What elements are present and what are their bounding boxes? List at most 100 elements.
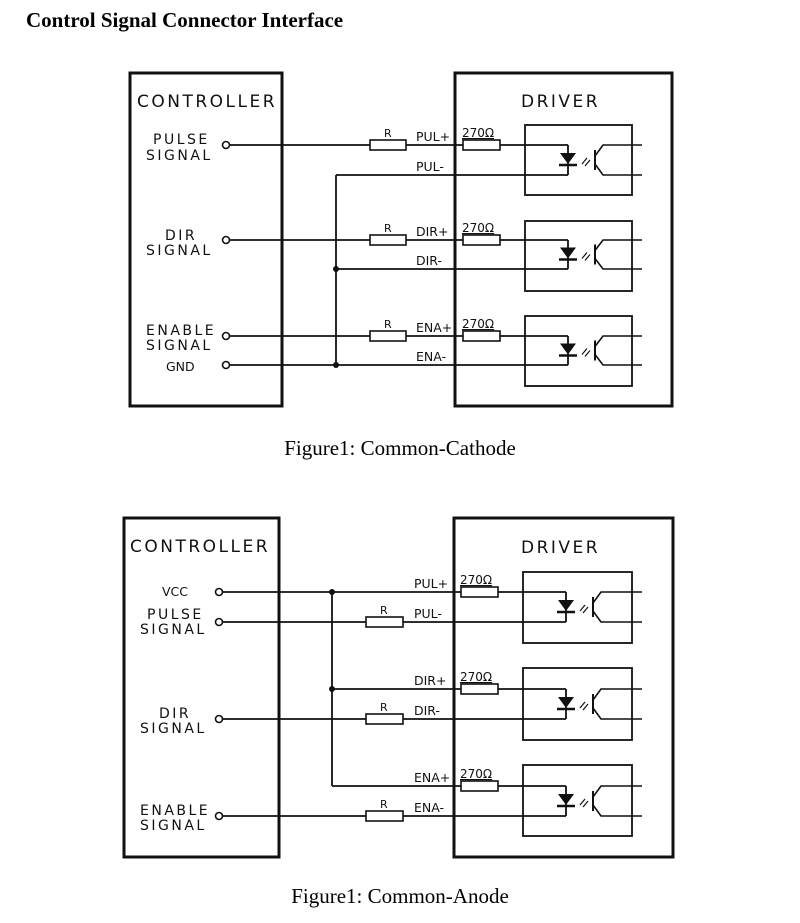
pin-label-dir-plus: DIR+ (414, 673, 446, 688)
resistor-270-pul (462, 139, 501, 151)
optocoupler-group (524, 124, 642, 387)
optocoupler (522, 571, 642, 644)
terminal-label-pulse-signal: SIGNAL (146, 148, 213, 164)
light-arrow (579, 798, 586, 806)
terminal-dir (214, 714, 224, 724)
led-icon (560, 247, 576, 259)
light-arrow (579, 701, 586, 709)
optocoupler (524, 315, 642, 387)
light-arrow (582, 606, 589, 614)
transistor-emitter (594, 354, 642, 366)
optocoupler (522, 667, 642, 741)
terminal-pulse (221, 140, 231, 150)
resistor-270-pul-label: 270Ω (462, 126, 494, 140)
led-icon (560, 153, 576, 164)
terminal-label-enable: ENABLE (140, 803, 210, 819)
resistor-r-ena-label: R (384, 318, 392, 331)
resistor-270-dir-label: 270Ω (462, 221, 494, 235)
terminal-label-enable-signal: SIGNAL (140, 818, 207, 834)
terminal-label-dir: DIR (165, 228, 197, 244)
light-arrow (582, 800, 589, 808)
page-title: Control Signal Connector Interface (26, 8, 344, 32)
pin-label-ena-minus: ENA- (414, 800, 444, 815)
terminal-label-pulse: PULSE (153, 132, 210, 148)
light-arrow (579, 604, 586, 612)
pin-label-dir-minus: DIR- (416, 253, 442, 268)
resistor-270-ena-label: 270Ω (462, 317, 494, 331)
terminal-label-dir-signal: SIGNAL (140, 721, 207, 737)
light-arrow (581, 157, 588, 165)
transistor-emitter (592, 610, 642, 623)
resistor-270-ena (462, 330, 501, 342)
pin-label-pul-plus: PUL+ (414, 576, 448, 591)
resistor-270-pul-label: 270Ω (460, 573, 492, 587)
pin-label-ena-plus: ENA+ (414, 770, 450, 785)
light-arrow (584, 350, 591, 357)
terminal-label-pulse: PULSE (147, 607, 204, 623)
terminal-label-gnd: GND (166, 359, 195, 374)
terminal-dir (221, 235, 231, 245)
terminal-pulse (214, 617, 224, 627)
transistor-collector (592, 591, 642, 604)
optocoupler-box (522, 571, 633, 644)
transistor-collector (592, 785, 642, 798)
optocoupler-group (522, 571, 642, 837)
driver-label: DRIVER (521, 92, 600, 112)
led-icon (558, 697, 574, 708)
resistor-270-ena (460, 780, 499, 792)
pin-label-dir-minus: DIR- (414, 703, 440, 718)
pin-label-pul-minus: PUL- (416, 159, 444, 174)
terminal-label-vcc: VCC (162, 584, 188, 599)
controller-label: CONTROLLER (137, 92, 277, 112)
pin-label-ena-minus: ENA- (416, 349, 446, 364)
transistor-collector (592, 688, 642, 701)
resistor-270-pul (460, 586, 499, 598)
pin-label-pul-plus: PUL+ (416, 129, 450, 144)
pin-label-ena-plus: ENA+ (416, 320, 452, 335)
driver-box (452, 516, 675, 859)
terminal-vcc (214, 587, 224, 597)
optocoupler (522, 764, 642, 837)
transistor-emitter (594, 163, 642, 176)
resistor-r-dir (369, 234, 407, 246)
resistor-r-ena (365, 810, 404, 822)
resistor-r-pul (369, 139, 407, 151)
junction-dot (329, 686, 335, 692)
optocoupler-box (522, 764, 633, 837)
resistor-r-pul (365, 616, 404, 628)
optocoupler-box (524, 220, 633, 292)
resistor-r-dir (365, 713, 404, 725)
terminal-label-pulse-signal: SIGNAL (140, 622, 207, 638)
transistor-emitter (592, 804, 642, 817)
optocoupler-box (524, 315, 633, 387)
junction-dot (333, 266, 339, 272)
transistor-collector (594, 239, 642, 251)
led-icon (558, 600, 574, 611)
light-arrow (581, 348, 588, 355)
resistor-r-pul-label: R (380, 604, 388, 617)
light-arrow (584, 254, 591, 261)
resistor-r-ena-label: R (380, 798, 388, 811)
terminal-enable (221, 331, 231, 341)
optocoupler-box (522, 667, 633, 741)
controller-box (122, 516, 281, 859)
transistor-emitter (594, 258, 642, 270)
optocoupler-box (524, 124, 633, 196)
driver-label: DRIVER (521, 538, 600, 558)
led-icon (558, 794, 574, 805)
resistor-270-ena-label: 270Ω (460, 767, 492, 781)
figure-caption-common-anode: Figure1: Common-Anode (291, 884, 509, 908)
resistor-r-ena (369, 330, 407, 342)
transistor-collector (594, 335, 642, 347)
junction-dot (333, 362, 339, 368)
junction-dot (329, 589, 335, 595)
resistor-r-pul-label: R (384, 127, 392, 140)
terminal-label-enable-signal: SIGNAL (146, 338, 213, 354)
terminal-label-dir-signal: SIGNAL (146, 243, 213, 259)
optocoupler (524, 124, 642, 196)
diagram-common-cathode: CONTROLLER DRIVER PULSE SIGNAL DIR SIGNA… (128, 71, 674, 408)
led-icon (560, 343, 576, 355)
resistor-270-dir (460, 683, 499, 695)
transistor-collector (594, 144, 642, 157)
